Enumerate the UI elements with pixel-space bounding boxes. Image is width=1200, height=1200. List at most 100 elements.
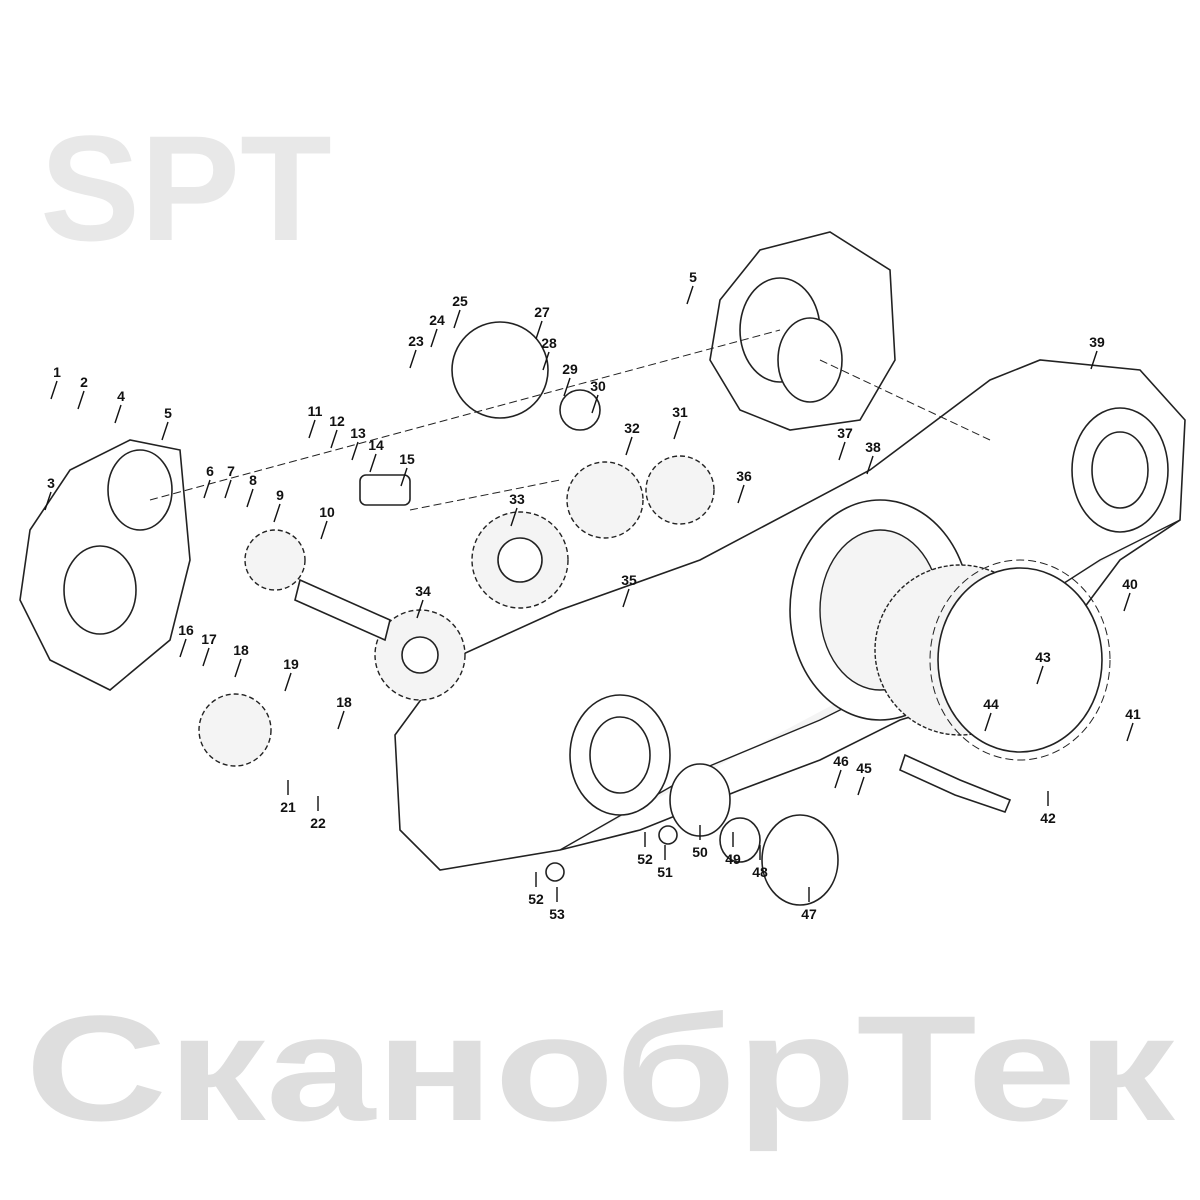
callout-23: 23: [408, 333, 424, 349]
callout-14: 14: [368, 437, 384, 453]
callout-18: 18: [336, 694, 352, 710]
leader-line: [1036, 665, 1044, 685]
callout-33: 33: [509, 491, 525, 507]
callout-53: 53: [549, 906, 565, 922]
leader-line: [400, 467, 408, 487]
callout-30: 30: [590, 378, 606, 394]
callout-9: 9: [276, 487, 284, 503]
callout-25: 25: [452, 293, 468, 309]
callout-22: 22: [310, 815, 326, 831]
leader-line: [351, 441, 359, 461]
leader-line: [984, 712, 992, 732]
callout-32: 32: [624, 420, 640, 436]
leader-line: [50, 380, 58, 400]
callout-37: 37: [837, 425, 853, 441]
callout-42: 42: [1040, 810, 1056, 826]
leader-line: [337, 710, 345, 730]
callout-48: 48: [752, 864, 768, 880]
callout-49: 49: [725, 851, 741, 867]
leader-line: [320, 520, 328, 540]
leader-line: [453, 309, 461, 329]
leader-line: [234, 658, 242, 678]
callout-52: 52: [637, 851, 653, 867]
leader-line: [838, 441, 846, 461]
callout-2: 2: [80, 374, 88, 390]
callout-5: 5: [164, 405, 172, 421]
leader-line: [179, 638, 187, 658]
callout-44: 44: [983, 696, 999, 712]
leader-line: [416, 599, 424, 619]
leader-line: [686, 285, 694, 305]
callout-34: 34: [415, 583, 431, 599]
callout-51: 51: [657, 864, 673, 880]
leader-line: [510, 507, 518, 527]
leader-line: [330, 429, 338, 449]
callout-31: 31: [672, 404, 688, 420]
leader-line: [77, 390, 85, 410]
callout-52: 52: [528, 891, 544, 907]
leader-line: [857, 776, 865, 796]
leader-line: [369, 453, 377, 473]
callout-18: 18: [233, 642, 249, 658]
callout-12: 12: [329, 413, 345, 429]
leader-line: [535, 320, 543, 340]
leader-line: [409, 349, 417, 369]
leader-line: [622, 588, 630, 608]
callout-46: 46: [833, 753, 849, 769]
leader-line: [1090, 350, 1098, 370]
leader-line: [44, 491, 52, 511]
callout-15: 15: [399, 451, 415, 467]
watermark-logo: SPT: [40, 104, 332, 272]
callout-45: 45: [856, 760, 872, 776]
watermark: SPT СканобрТек: [25, 104, 1176, 1152]
upper-right-cover: [709, 231, 896, 431]
callout-16: 16: [178, 622, 194, 638]
leader-line: [834, 769, 842, 789]
leader-line: [673, 420, 681, 440]
callout-17: 17: [201, 631, 217, 647]
leader-line: [866, 455, 874, 475]
watermark-brand: СканобрТек: [25, 984, 1176, 1152]
leader-line: [284, 672, 292, 692]
callout-24: 24: [429, 312, 445, 328]
leader-line: [625, 436, 633, 456]
callout-41: 41: [1125, 706, 1141, 722]
callout-19: 19: [283, 656, 299, 672]
leader-line: [203, 479, 211, 499]
callout-13: 13: [350, 425, 366, 441]
leader-line: [224, 479, 232, 499]
callout-6: 6: [206, 463, 214, 479]
leader-line: [430, 328, 438, 348]
callout-47: 47: [801, 906, 817, 922]
callout-11: 11: [308, 403, 323, 419]
leader-line: [563, 377, 571, 397]
callout-50: 50: [692, 844, 708, 860]
callout-29: 29: [562, 361, 578, 377]
callout-10: 10: [319, 504, 335, 520]
left-cover: [19, 439, 191, 691]
gears: [149, 321, 1111, 906]
callout-28: 28: [541, 335, 557, 351]
callout-43: 43: [1035, 649, 1051, 665]
callout-35: 35: [621, 572, 637, 588]
leader-line: [737, 484, 745, 504]
leader-line: [1123, 592, 1131, 612]
callout-4: 4: [117, 388, 125, 404]
callout-5: 5: [689, 269, 697, 285]
leader-line: [542, 351, 550, 371]
callout-7: 7: [227, 463, 235, 479]
callout-21: 21: [280, 799, 296, 815]
leader-line: [246, 488, 254, 508]
leader-line: [591, 394, 599, 414]
callout-36: 36: [736, 468, 752, 484]
callout-27: 27: [534, 304, 550, 320]
leader-line: [273, 503, 281, 523]
callout-3: 3: [47, 475, 55, 491]
callout-40: 40: [1122, 576, 1138, 592]
callout-1: 1: [53, 364, 61, 380]
callout-38: 38: [865, 439, 881, 455]
leader-line: [202, 647, 210, 667]
leader-line: [161, 421, 169, 441]
